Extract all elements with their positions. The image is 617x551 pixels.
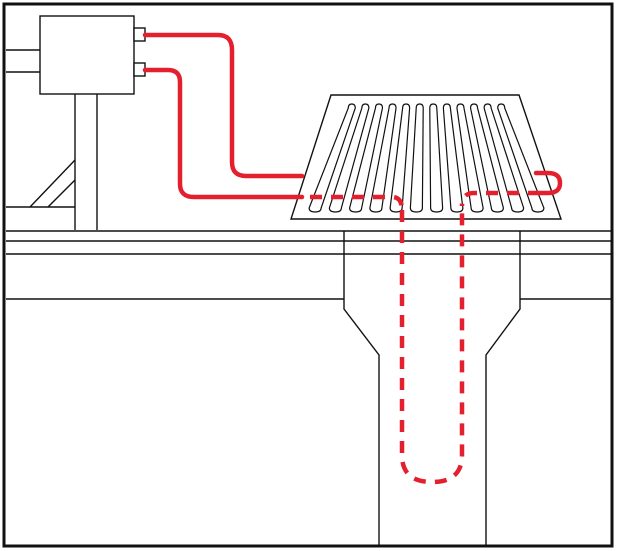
cable-hidden-right-run	[459, 190, 540, 207]
grate-slot	[409, 103, 424, 213]
grate-slot	[369, 103, 397, 213]
roof-drain-grate	[290, 94, 562, 220]
grate-slot	[308, 103, 356, 213]
roof-deck	[6, 230, 612, 300]
heat-trace-cable-hidden	[310, 190, 540, 485]
grate-slots	[308, 103, 545, 213]
heat-trace-cable	[142, 32, 563, 200]
grate-slot	[349, 103, 384, 213]
control-box	[39, 15, 146, 95]
cable-upper-run	[142, 32, 305, 179]
grate-slot	[442, 103, 464, 213]
grate-slot	[328, 103, 370, 213]
cable-lower-run	[142, 67, 305, 200]
cable-hidden-down-loop	[399, 206, 465, 485]
grate-slot	[429, 103, 444, 213]
grate-slot	[483, 103, 525, 213]
drain-pipe	[343, 231, 521, 546]
grate-slot	[497, 103, 545, 213]
cable-right-loop	[533, 170, 563, 196]
grate-slot	[469, 103, 504, 213]
support-structure	[6, 49, 98, 230]
cable-hidden-grate-run	[310, 194, 405, 211]
grate-slot	[456, 103, 484, 213]
grate-slot	[389, 103, 411, 213]
